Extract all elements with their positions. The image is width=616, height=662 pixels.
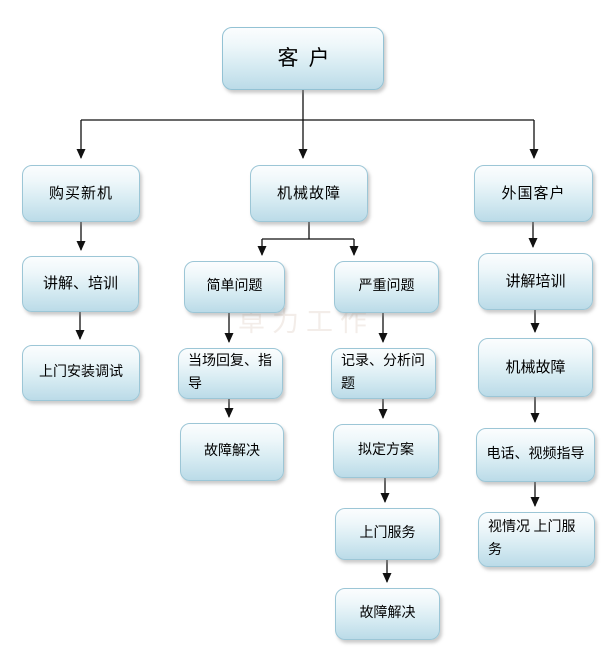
node-customer: 客户 bbox=[222, 27, 384, 90]
node-reply-guide: 当场回复、指导 bbox=[178, 348, 283, 399]
node-foreign-customer: 外国客户 bbox=[474, 165, 593, 222]
node-onsite-as-needed: 视情况 上门服务 bbox=[478, 512, 595, 567]
node-make-plan: 拟定方案 bbox=[333, 424, 439, 478]
node-severe-problem: 严重问题 bbox=[334, 261, 439, 313]
node-buy-new-machine: 购买新机 bbox=[22, 165, 140, 222]
node-mechanical-fault: 机械故障 bbox=[250, 165, 368, 222]
node-fault-solved-mid: 故障解决 bbox=[335, 588, 440, 640]
node-mechanical-fault-right: 机械故障 bbox=[478, 338, 593, 397]
node-onsite-service: 上门服务 bbox=[335, 508, 440, 560]
node-explain-train-right: 讲解培训 bbox=[478, 253, 593, 310]
node-record-analyze: 记录、分析问题 bbox=[331, 348, 436, 399]
node-explain-train: 讲解、培训 bbox=[22, 256, 139, 312]
node-fault-solved-left: 故障解决 bbox=[180, 423, 284, 481]
node-phone-video-guide: 电话、视频指导 bbox=[476, 428, 595, 482]
node-simple-problem: 简单问题 bbox=[184, 261, 285, 313]
node-onsite-install-debug: 上门安装调试 bbox=[22, 345, 140, 401]
